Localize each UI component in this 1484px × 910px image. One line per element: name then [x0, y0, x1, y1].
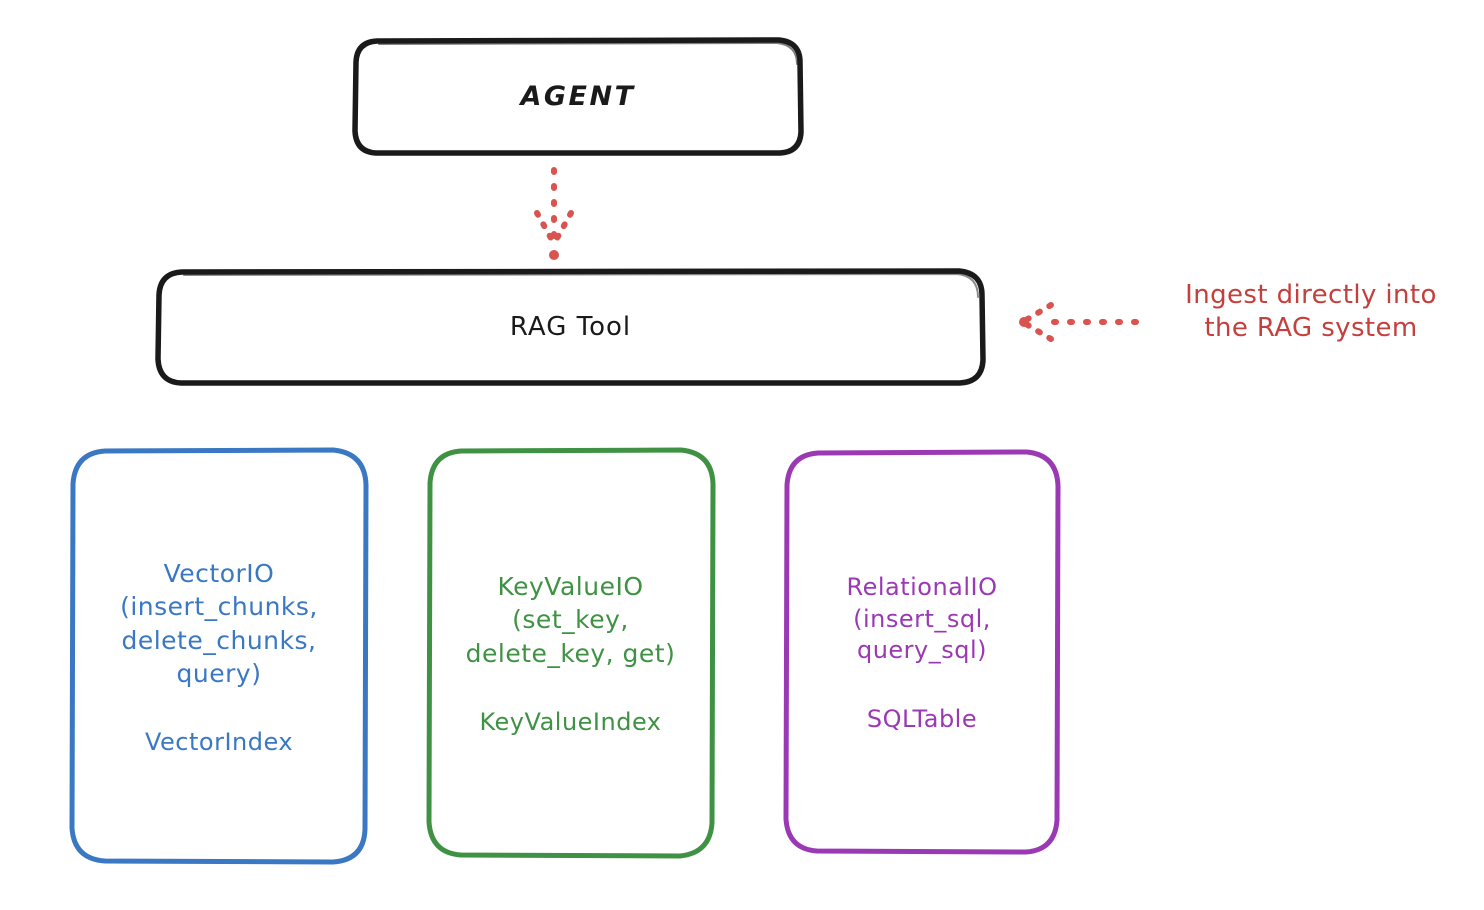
key-value-index-label: KeyValueIndex	[479, 707, 662, 736]
vector-io-box-shape	[69, 447, 369, 865]
vector-io-node[interactable]: VectorIO (insert_chunks, delete_chunks, …	[72, 450, 366, 863]
rag-tool-box-shape	[155, 268, 986, 386]
agent-box-shape	[352, 37, 804, 156]
agent-node[interactable]: AGENT	[355, 40, 801, 154]
vector-io-label: VectorIO (insert_chunks, delete_chunks, …	[120, 559, 318, 688]
connector-agent-to-rag-tool	[534, 167, 574, 260]
relational-io-label: RelationalIO (insert_sql, query_sql)	[846, 572, 998, 665]
rag-tool-node[interactable]: RAG Tool	[158, 271, 983, 384]
rag-tool-label: RAG Tool	[509, 312, 632, 343]
sql-table-label: SQLTable	[866, 705, 978, 734]
key-value-io-label: KeyValueIO (set_key, delete_key, get)	[465, 572, 676, 668]
agent-label: AGENT	[520, 81, 636, 113]
relational-io-node[interactable]: RelationalIO (insert_sql, query_sql) SQL…	[785, 452, 1059, 853]
key-value-io-box-shape	[426, 447, 716, 859]
relational-io-box-shape	[783, 449, 1061, 855]
connector-note-to-rag-tool	[1019, 302, 1139, 342]
ingest-annotation: Ingest directly into the RAG system	[1185, 280, 1437, 344]
vector-index-label: VectorIndex	[144, 728, 294, 756]
key-value-io-node[interactable]: KeyValueIO (set_key, delete_key, get) Ke…	[428, 450, 713, 856]
